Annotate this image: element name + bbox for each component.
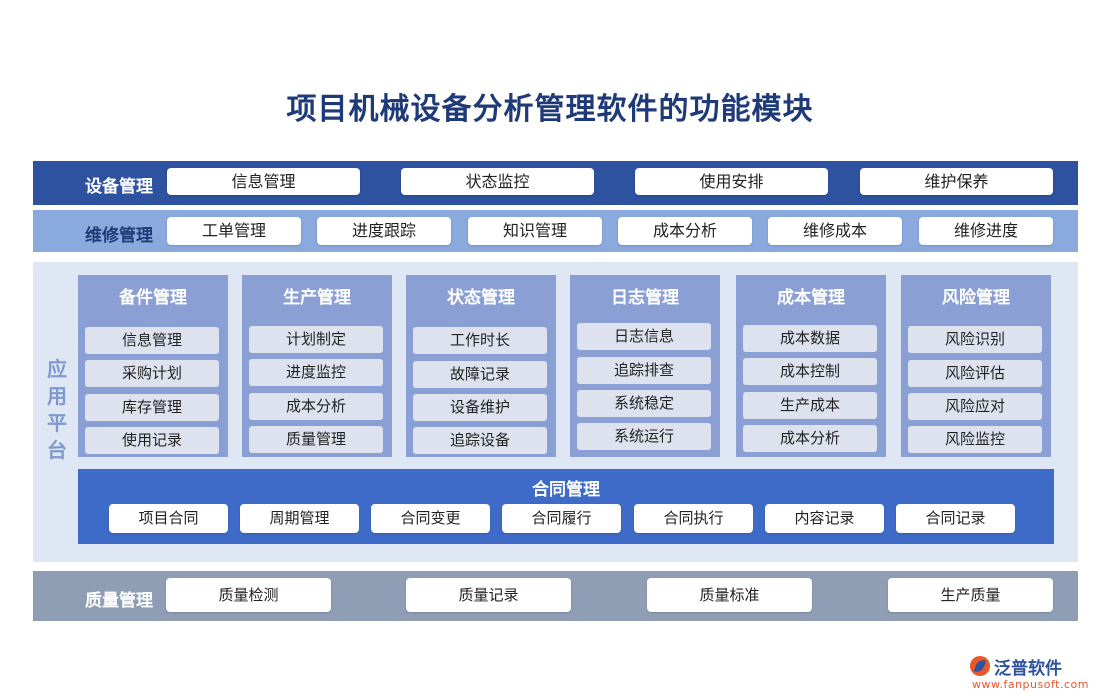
- module-title: 生产管理: [283, 288, 351, 308]
- module-item: 日志信息: [577, 323, 711, 350]
- equipment-item: 维护保养: [860, 168, 1053, 195]
- contract-management-title: 合同管理: [532, 480, 600, 500]
- equipment-management-row: 设备管理 信息管理 状态监控 使用安排 维护保养: [33, 161, 1078, 205]
- repair-item: 进度跟踪: [317, 217, 451, 245]
- module-item: 生产成本: [743, 392, 877, 419]
- brand-url: www.fanpusoft.com: [972, 678, 1089, 691]
- module-item: 系统稳定: [577, 390, 711, 417]
- module-production: 生产管理 计划制定 进度监控 成本分析 质量管理: [242, 275, 392, 457]
- module-title: 成本管理: [777, 288, 845, 308]
- quality-management-label: 质量管理: [85, 591, 153, 611]
- contract-item: 合同履行: [502, 504, 621, 533]
- repair-management-label: 维修管理: [85, 226, 153, 246]
- repair-item: 成本分析: [618, 217, 752, 245]
- module-item: 使用记录: [85, 427, 219, 454]
- module-title: 日志管理: [611, 288, 679, 308]
- quality-item: 质量检测: [166, 578, 331, 612]
- quality-item: 质量记录: [406, 578, 571, 612]
- module-title: 备件管理: [119, 288, 187, 308]
- module-item: 风险评估: [908, 360, 1042, 387]
- module-item: 计划制定: [249, 326, 383, 353]
- module-item: 系统运行: [577, 423, 711, 450]
- brand-name: 泛普软件: [994, 659, 1062, 679]
- module-item: 追踪排查: [577, 357, 711, 384]
- contract-management: 合同管理 项目合同 周期管理 合同变更 合同履行 合同执行 内容记录 合同记录: [78, 469, 1054, 544]
- module-item: 故障记录: [413, 361, 547, 388]
- equipment-item: 信息管理: [167, 168, 360, 195]
- contract-item: 合同变更: [371, 504, 490, 533]
- application-platform-label: 应用平台: [47, 357, 67, 462]
- module-spare-parts: 备件管理 信息管理 采购计划 库存管理 使用记录: [78, 275, 228, 457]
- module-log: 日志管理 日志信息 追踪排查 系统稳定 系统运行: [570, 275, 720, 457]
- contract-item: 项目合同: [109, 504, 228, 533]
- repair-item: 维修进度: [919, 217, 1053, 245]
- contract-item: 周期管理: [240, 504, 359, 533]
- module-item: 成本分析: [249, 393, 383, 420]
- module-risk: 风险管理 风险识别 风险评估 风险应对 风险监控: [901, 275, 1051, 457]
- module-item: 信息管理: [85, 327, 219, 354]
- equipment-management-label: 设备管理: [85, 177, 153, 197]
- module-item: 风险监控: [908, 426, 1042, 453]
- contract-item: 内容记录: [765, 504, 884, 533]
- module-item: 库存管理: [85, 394, 219, 421]
- module-item: 质量管理: [249, 426, 383, 453]
- repair-item: 工单管理: [167, 217, 301, 245]
- brand-logo: 泛普软件 www.fanpusoft.com: [970, 656, 1095, 696]
- contract-item: 合同记录: [896, 504, 1015, 533]
- repair-management-row: 维修管理 工单管理 进度跟踪 知识管理 成本分析 维修成本 维修进度: [33, 210, 1078, 252]
- repair-item: 知识管理: [468, 217, 602, 245]
- quality-item: 生产质量: [888, 578, 1053, 612]
- module-item: 工作时长: [413, 327, 547, 354]
- module-item: 风险识别: [908, 326, 1042, 353]
- module-title: 风险管理: [942, 288, 1010, 308]
- module-item: 风险应对: [908, 393, 1042, 420]
- equipment-item: 使用安排: [635, 168, 828, 195]
- fanpu-logo-icon: [970, 656, 990, 676]
- repair-item: 维修成本: [768, 217, 902, 245]
- quality-item: 质量标准: [647, 578, 812, 612]
- module-item: 追踪设备: [413, 427, 547, 454]
- module-item: 采购计划: [85, 360, 219, 387]
- module-status: 状态管理 工作时长 故障记录 设备维护 追踪设备: [406, 275, 556, 457]
- contract-item: 合同执行: [634, 504, 753, 533]
- application-platform: 应用平台 备件管理 信息管理 采购计划 库存管理 使用记录 生产管理 计划制定 …: [33, 262, 1078, 562]
- module-item: 进度监控: [249, 359, 383, 386]
- module-cost: 成本管理 成本数据 成本控制 生产成本 成本分析: [736, 275, 886, 457]
- module-title: 状态管理: [447, 288, 515, 308]
- module-item: 设备维护: [413, 394, 547, 421]
- module-item: 成本分析: [743, 425, 877, 452]
- page-title: 项目机械设备分析管理软件的功能模块: [286, 92, 814, 127]
- module-item: 成本控制: [743, 358, 877, 385]
- module-item: 成本数据: [743, 325, 877, 352]
- quality-management-row: 质量管理 质量检测 质量记录 质量标准 生产质量: [33, 571, 1078, 621]
- equipment-item: 状态监控: [401, 168, 594, 195]
